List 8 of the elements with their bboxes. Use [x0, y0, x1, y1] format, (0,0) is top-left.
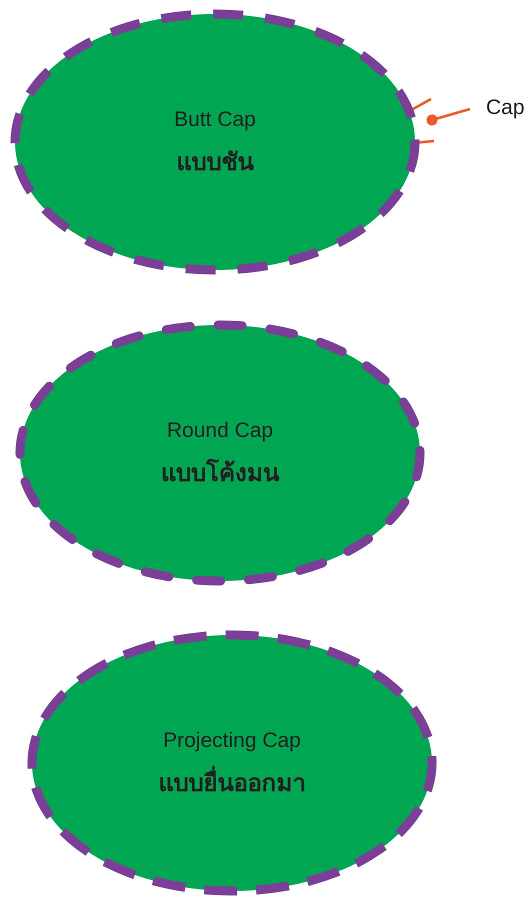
cap-style-label: Round Cap: [166, 419, 274, 443]
thai-label: แบบชัน: [176, 147, 255, 178]
thai-label: แบบยื่นออกมา: [32, 763, 432, 802]
callout-label: Cap: [486, 96, 530, 124]
cap-style-label: Butt Cap: [173, 108, 257, 132]
cap-style-label: Projecting Cap: [162, 729, 302, 753]
leader-line: [426, 108, 470, 126]
thai-label: แบบโค้งมน: [160, 458, 280, 489]
